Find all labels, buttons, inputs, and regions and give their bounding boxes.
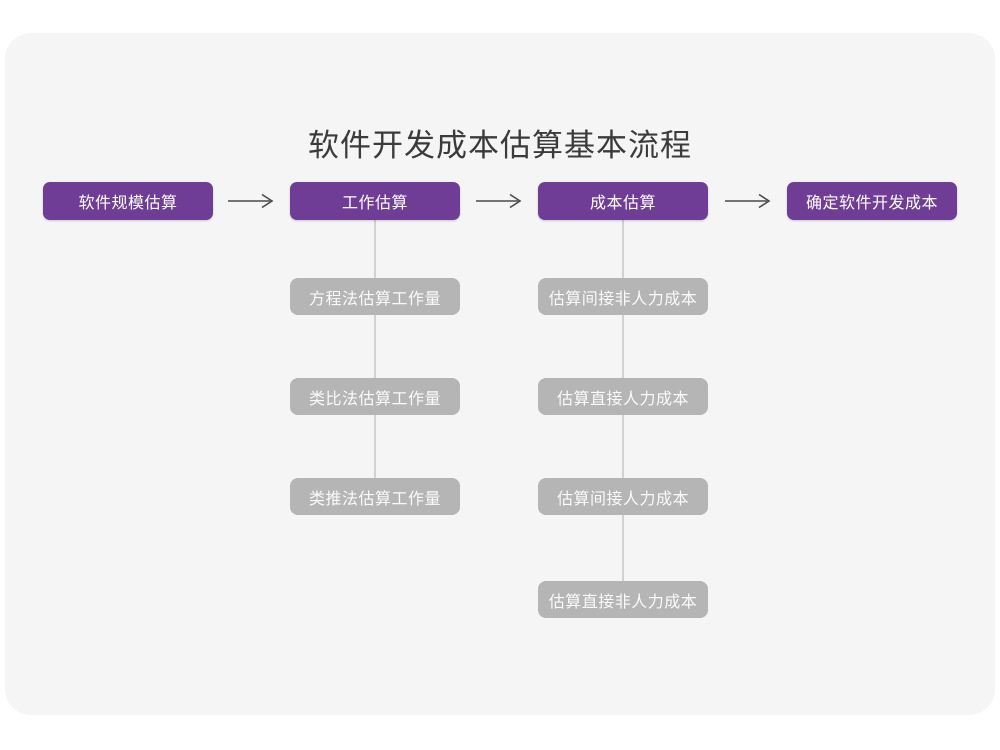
branch-box-equation-method-workload[interactable]: 方程法估算工作量	[290, 278, 460, 315]
arrow-right-icon-2	[475, 191, 525, 211]
branch-box-indirect-non-labor-cost[interactable]: 估算间接非人力成本	[538, 278, 708, 315]
branch-label: 类比法估算工作量	[308, 390, 441, 408]
branch-box-analogy-method-workload[interactable]: 类比法估算工作量	[290, 378, 460, 415]
branch-label: 方程法估算工作量	[308, 290, 441, 308]
step-box-software-scale-estimation[interactable]: 软件规模估算	[43, 182, 213, 220]
branch-label: 估算直接人力成本	[556, 390, 689, 408]
diagram-card: 软件开发成本估算基本流程 软件规模估算 工作估算 成本估算 确定软件开发成本	[5, 33, 995, 715]
arrow-right-icon-3	[724, 191, 774, 211]
arrow-right-icon-1	[227, 191, 277, 211]
step-label: 软件规模估算	[78, 195, 178, 212]
branch-label: 估算间接人力成本	[556, 490, 689, 508]
branch-box-direct-labor-cost[interactable]: 估算直接人力成本	[538, 378, 708, 415]
step-box-determine-development-cost[interactable]: 确定软件开发成本	[787, 182, 957, 220]
branch-label: 估算直接非人力成本	[548, 593, 698, 611]
page-title: 软件开发成本估算基本流程	[308, 128, 692, 163]
step-label: 成本估算	[589, 195, 656, 212]
branch-box-direct-non-labor-cost[interactable]: 估算直接非人力成本	[538, 581, 708, 618]
step-label: 工作估算	[341, 195, 408, 212]
step-label: 确定软件开发成本	[805, 195, 938, 212]
branch-label: 估算间接非人力成本	[548, 290, 698, 308]
branch-label: 类推法估算工作量	[308, 490, 441, 508]
branch-box-indirect-labor-cost[interactable]: 估算间接人力成本	[538, 478, 708, 515]
branch-box-analogue-method-workload[interactable]: 类推法估算工作量	[290, 478, 460, 515]
step-box-cost-estimation[interactable]: 成本估算	[538, 182, 708, 220]
step-box-work-estimation[interactable]: 工作估算	[290, 182, 460, 220]
connector-line-work-branch	[374, 219, 376, 509]
